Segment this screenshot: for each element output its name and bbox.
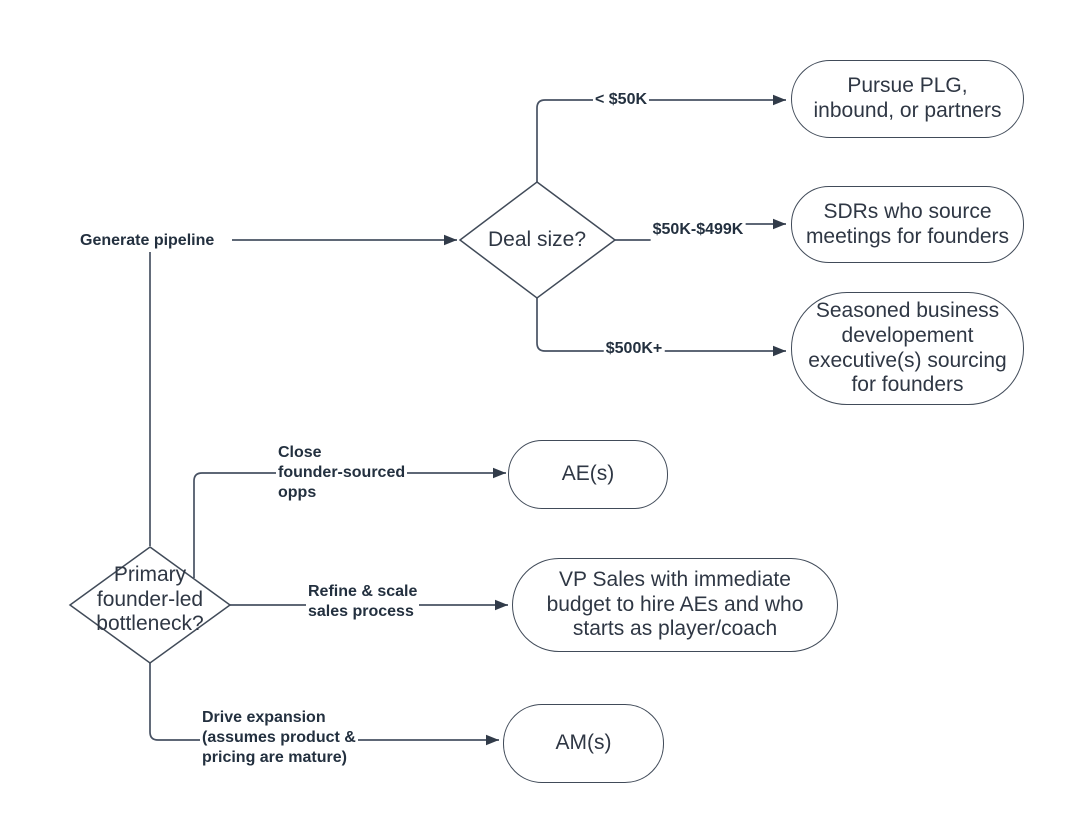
node-vp-sales: VP Sales with immediate budget to hire A… bbox=[512, 558, 838, 652]
edge-dealsize-to-seasoned bbox=[536, 298, 786, 357]
edge-label-500k-plus: $500K+ bbox=[603, 338, 665, 360]
decision-deal-size bbox=[458, 181, 617, 299]
edge-bottleneck-to-aes bbox=[193, 467, 506, 578]
edge-label-lt-50k: < $50K bbox=[592, 89, 650, 111]
node-seasoned-bd-exec: Seasoned business developement executive… bbox=[791, 292, 1024, 405]
edge-dealsize-to-pursue bbox=[536, 94, 786, 182]
edge-label-50k-499k: $50K-$499K bbox=[650, 219, 746, 241]
node-pursue-plg: Pursue PLG, inbound, or partners bbox=[791, 60, 1024, 138]
label-generate-pipeline: Generate pipeline bbox=[78, 230, 217, 252]
decision-bottleneck bbox=[68, 546, 232, 664]
node-sdrs: SDRs who source meetings for founders bbox=[791, 186, 1024, 263]
edge-label-refine-scale: Refine & scale sales process bbox=[306, 581, 420, 623]
edge-bottleneck-to-ams bbox=[149, 663, 499, 746]
edge-label-close-opps: Close founder-sourced opps bbox=[276, 442, 408, 504]
node-aes: AE(s) bbox=[508, 440, 668, 509]
edge-label-drive-expansion: Drive expansion (assumes product & prici… bbox=[200, 707, 358, 769]
node-ams: AM(s) bbox=[503, 704, 664, 783]
